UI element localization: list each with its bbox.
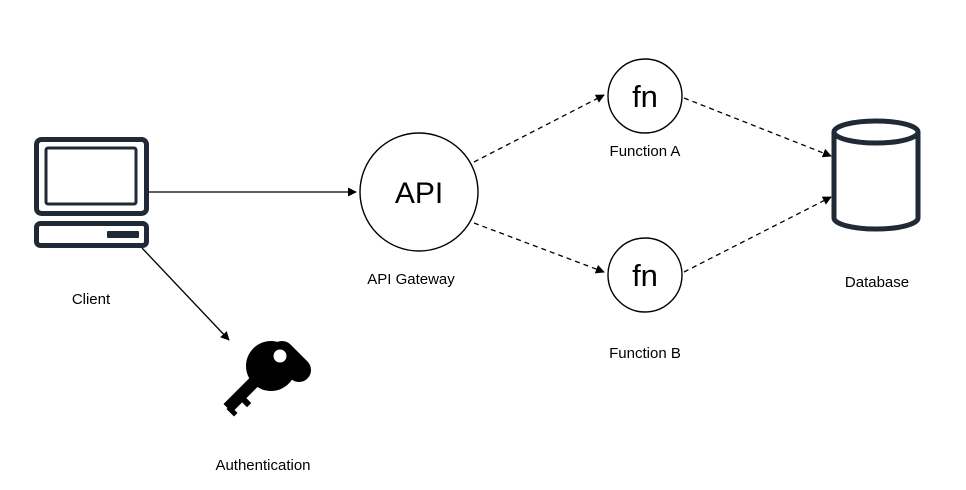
database-node: Database (831, 118, 921, 291)
edge-function-a-to-database (683, 97, 832, 158)
database-icon (831, 118, 921, 232)
api-gateway-label: API Gateway (367, 271, 455, 288)
function-a-label: Function A (610, 143, 681, 160)
computer-icon (34, 137, 149, 248)
edges (141, 94, 832, 341)
client-label: Client (72, 291, 111, 308)
function-a-node: fn Function A (607, 58, 683, 160)
client-node: Client (34, 137, 149, 308)
authentication-node: Authentication (215, 341, 311, 474)
api-gateway-node: API API Gateway (359, 132, 479, 288)
edge-function-b-to-database (683, 196, 832, 273)
authentication-label: Authentication (215, 457, 310, 474)
edge-client-to-authentication (141, 247, 230, 341)
api-gateway-circle (359, 132, 479, 252)
key-icon (223, 341, 311, 417)
function-a-circle (607, 58, 683, 134)
function-b-node: fn Function B (607, 237, 683, 362)
api-gateway-text: API (395, 177, 443, 210)
function-a-text: fn (632, 79, 658, 114)
edge-api-to-function-a (473, 94, 605, 163)
function-b-circle (607, 237, 683, 313)
function-b-label: Function B (609, 345, 681, 362)
edge-api-to-function-b (473, 222, 605, 274)
function-b-text: fn (632, 258, 658, 293)
database-label: Database (845, 274, 909, 291)
